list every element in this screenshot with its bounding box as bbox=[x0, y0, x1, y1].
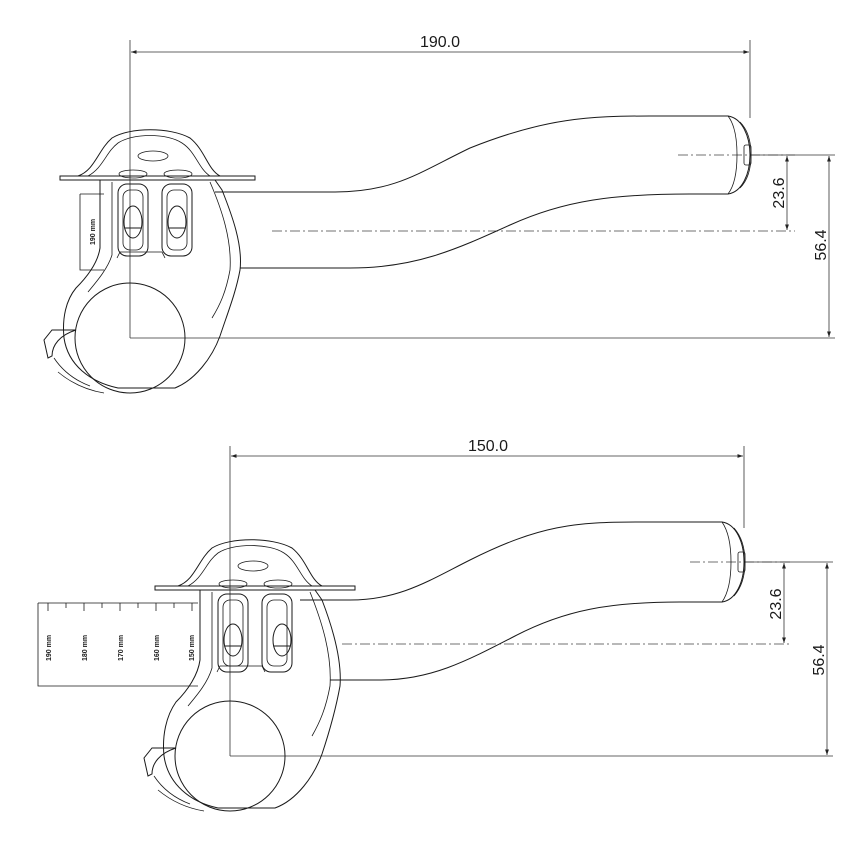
bolt-head-left bbox=[223, 623, 243, 657]
rise-dimension-label: 23.6 bbox=[768, 588, 785, 619]
height-dimension-label: 56.4 bbox=[813, 229, 830, 260]
bolt-slot-left bbox=[117, 183, 149, 257]
bolt-slot-right bbox=[161, 183, 193, 257]
scale-label-150: 150 mm bbox=[189, 635, 196, 661]
bolt-slot-left bbox=[217, 593, 249, 673]
mount-plate bbox=[154, 585, 356, 591]
length-dimension-label: 150.0 bbox=[468, 438, 508, 455]
bracket-inner-left bbox=[187, 592, 213, 707]
bottom-view: 150.0 23.6 56.4 bbox=[37, 438, 833, 812]
clamp-lever bbox=[43, 329, 77, 359]
clamp-lever bbox=[143, 747, 177, 777]
bolt-slot-left-inner bbox=[122, 189, 144, 251]
top-view: 190.0 23.6 56.4 bbox=[43, 34, 835, 394]
mount-cradle bbox=[77, 129, 221, 177]
mount-cradle-inner bbox=[87, 135, 211, 177]
length-scale-bracket bbox=[79, 193, 104, 271]
height-dimension-label: 56.4 bbox=[811, 644, 828, 675]
bracket-ledge bbox=[116, 251, 166, 259]
length-scale-label: 190 mm bbox=[90, 219, 97, 245]
mount-slot-left bbox=[218, 579, 248, 589]
clamp-hinge-lines bbox=[153, 775, 205, 812]
mount-slot-right bbox=[263, 579, 293, 589]
length-scale-ticks bbox=[47, 603, 193, 611]
mount-slot-right bbox=[163, 169, 193, 179]
clamp-hinge-lines bbox=[53, 357, 105, 394]
rise-dimension-label: 23.6 bbox=[771, 177, 788, 208]
bolt-head-right bbox=[272, 623, 292, 657]
bolt-slot-right-inner bbox=[166, 189, 188, 251]
mount-cradle bbox=[177, 539, 323, 587]
bolt-slot-left-inner bbox=[222, 599, 244, 667]
end-cap-ring bbox=[727, 115, 738, 195]
end-cap-plug bbox=[743, 144, 752, 166]
scale-label-190: 190 mm bbox=[46, 635, 53, 661]
length-scale-frame bbox=[37, 602, 198, 687]
mount-slot-top bbox=[237, 560, 269, 572]
clamp-ring bbox=[174, 700, 286, 812]
mount-slot-left bbox=[118, 169, 148, 179]
length-dimension-label: 190.0 bbox=[420, 34, 460, 51]
bolt-head-right bbox=[167, 205, 187, 239]
scale-label-170: 170 mm bbox=[118, 635, 125, 661]
mount-plate bbox=[59, 175, 256, 181]
mount-cradle-inner bbox=[187, 545, 313, 587]
bracket-body bbox=[63, 179, 241, 389]
bracket-body bbox=[163, 589, 341, 809]
bolt-slot-right-inner bbox=[266, 599, 288, 667]
scale-label-160: 160 mm bbox=[154, 635, 161, 661]
mount-slot-top bbox=[137, 150, 169, 162]
bracket-ledge bbox=[216, 665, 266, 673]
end-cap-plug bbox=[737, 551, 746, 573]
scale-label-180: 180 mm bbox=[82, 635, 89, 661]
extension-bar-outline bbox=[215, 115, 751, 269]
end-cap-ring bbox=[721, 521, 732, 603]
bolt-slot-right bbox=[261, 593, 293, 673]
extension-bar-outline bbox=[300, 521, 745, 681]
bracket-inner-right bbox=[209, 181, 231, 319]
bracket-inner-right bbox=[309, 591, 331, 737]
clamp-ring bbox=[74, 282, 186, 394]
bracket-inner-left bbox=[87, 182, 113, 293]
bolt-head-left bbox=[123, 205, 143, 239]
